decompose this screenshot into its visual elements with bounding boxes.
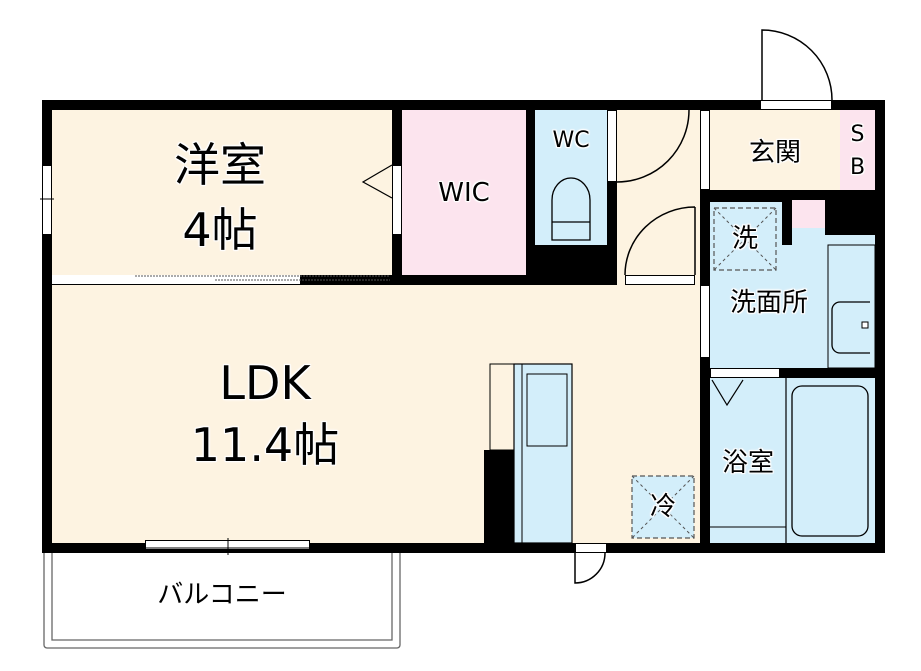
- ldk-label: LDK: [219, 356, 311, 410]
- western-room-floor: [52, 110, 392, 275]
- entry-door-opening: [760, 100, 832, 110]
- shoe-box-label-b: B: [849, 155, 866, 180]
- entrance-label: 玄関: [748, 138, 801, 168]
- sliding-door-room: [52, 275, 300, 285]
- wall-wic-right: [526, 100, 535, 285]
- fridge-space-label: 冷: [649, 492, 676, 522]
- wall-column: [825, 190, 885, 235]
- hall-floor: [617, 110, 702, 285]
- wall-hall-right-low: [700, 358, 710, 553]
- shoe-box-label-s: S: [850, 122, 865, 147]
- wc-label: WC: [552, 128, 590, 153]
- bath-door-opening: [710, 368, 780, 378]
- ldk-size: 11.4帖: [190, 418, 340, 472]
- entrance-step: [700, 110, 710, 190]
- wall-stub: [782, 200, 792, 245]
- washer-space-label: 洗: [731, 224, 758, 254]
- service-door-opening: [575, 543, 607, 553]
- wic-label: WIC: [438, 178, 490, 208]
- window-left: [42, 165, 52, 235]
- wall-right: [875, 100, 885, 553]
- wall-hall-left: [607, 100, 617, 285]
- wic-floor: [402, 110, 526, 275]
- wall-kitchen: [484, 450, 514, 550]
- wall-hall-right: [700, 190, 710, 285]
- wall-bath-top: [780, 368, 885, 378]
- wall-bottom: [42, 543, 885, 553]
- shoe-box-floor: [840, 110, 875, 190]
- balcony-label: バルコニー: [157, 580, 287, 610]
- western-room-size: 4帖: [182, 203, 258, 257]
- wall-top: [42, 100, 885, 110]
- washroom-label: 洗面所: [729, 288, 808, 318]
- entrance-floor: [710, 110, 840, 190]
- ldk-floor: [52, 285, 702, 543]
- hall-door-top: [607, 110, 617, 182]
- washroom-sliding-door: [700, 285, 710, 358]
- hall-door-bottom: [625, 275, 695, 285]
- wall-room-bottom: [300, 275, 617, 285]
- closet-door-opening: [392, 165, 402, 235]
- western-room-label: 洋室: [174, 138, 266, 192]
- wall-left: [42, 100, 52, 553]
- bathroom-label: 浴室: [721, 448, 774, 478]
